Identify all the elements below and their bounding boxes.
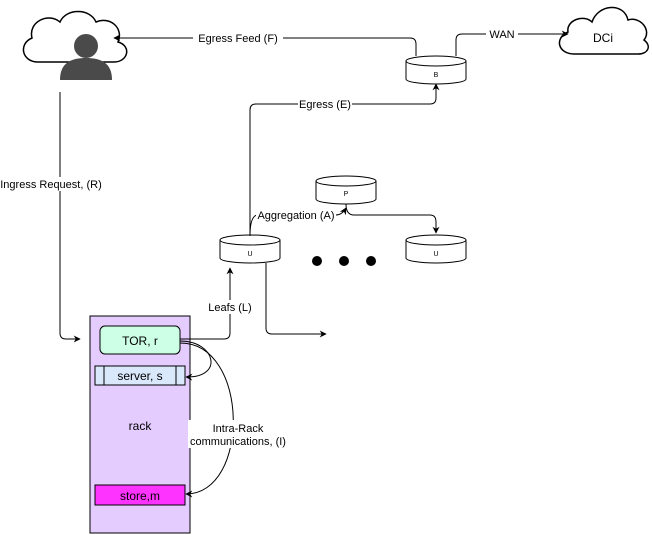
leafs-label: Leafs (L) [208, 302, 251, 314]
spine-router-label: P [344, 191, 349, 198]
leaf-switch-right-label: U [433, 251, 438, 258]
ingress-request-label: Ingress Request, (R) [0, 179, 101, 191]
edge-ingress-request [59, 92, 81, 343]
edge-leaf-out [265, 263, 327, 338]
border-router-label: B [434, 72, 439, 79]
leaf-switch-left-label: U [247, 251, 252, 258]
leaf-switch-right: U [405, 234, 467, 264]
store-box [94, 484, 186, 506]
edge-spine-to-leaf [345, 203, 440, 234]
edge-tor-to-server [179, 340, 212, 381]
server-box [94, 365, 186, 386]
dc-cloud-label: DCi [593, 31, 613, 45]
border-router: B [405, 55, 467, 85]
tor-label: TOR, r [122, 334, 158, 348]
edge-intra-rack [179, 342, 234, 498]
edge-egress-feed [113, 34, 417, 56]
intra-rack-label-line1: Intra-Rack [213, 423, 264, 435]
server-label: server, s [117, 369, 162, 383]
intra-rack-label-line2: communications, (I) [190, 436, 286, 448]
edge-leafs [180, 267, 234, 340]
aggregation-label: Aggregation (A) [257, 210, 334, 222]
egress-label: Egress (E) [299, 99, 351, 111]
edge-wan [455, 30, 569, 56]
user-cloud-icon [22, 10, 128, 80]
ellipsis-dots-icon [312, 256, 376, 266]
egress-feed-label: Egress Feed (F) [198, 33, 277, 45]
leaf-switch-left: U [219, 234, 281, 264]
wan-label: WAN [489, 29, 514, 41]
store-label: store,m [120, 489, 160, 503]
rack-label: rack [129, 419, 153, 433]
tor-box [99, 325, 181, 355]
spine-router: P [315, 175, 377, 205]
dc-cloud-icon: DCi [558, 6, 649, 55]
